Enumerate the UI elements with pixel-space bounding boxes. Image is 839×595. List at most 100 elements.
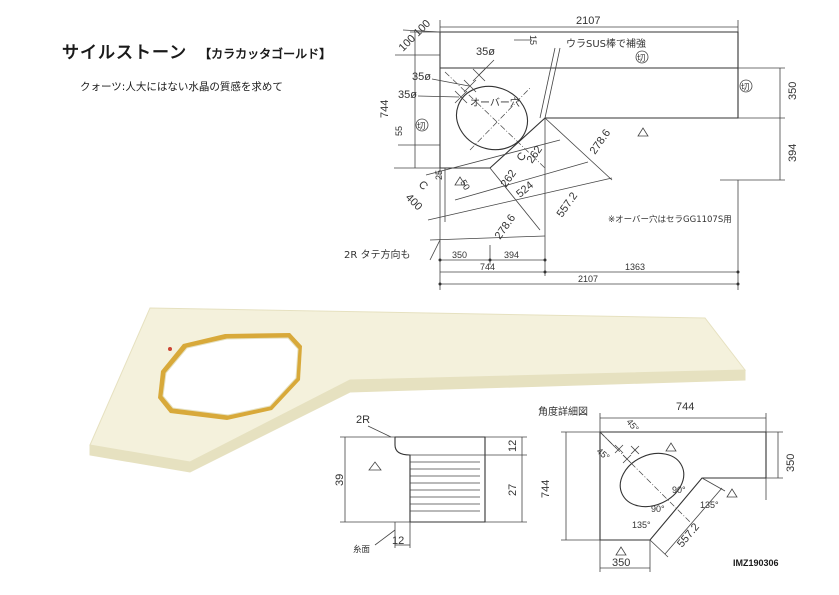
sink-cutout-hole <box>162 337 299 416</box>
edge-2r-label: 2R <box>356 414 370 426</box>
bottom-dims <box>438 168 740 290</box>
dim-55: 55 <box>394 126 404 136</box>
edge-2r-leader <box>367 425 392 438</box>
cut-mark-1: 切 <box>637 54 646 64</box>
faucet-mark <box>168 347 172 351</box>
bottom-dot-6 <box>438 282 442 286</box>
triangle-mark-1 <box>637 127 649 137</box>
ang-90-a: 90° <box>651 504 665 514</box>
dim-350-angle-right: 350 <box>785 454 797 472</box>
angle-triangle-mark-1 <box>665 442 677 452</box>
bottom-dot-4 <box>543 270 547 274</box>
dim-12-bottom: 12 <box>392 535 404 547</box>
dim-ext-5572-a <box>649 539 669 558</box>
title-block: サイルストーン【カラカッタゴールド】 <box>62 38 331 63</box>
edge-hatch <box>410 461 480 512</box>
bottom-dot-2 <box>488 258 492 262</box>
diag-tick-5 <box>429 235 546 241</box>
dim-35-lower: 35ø <box>398 89 417 101</box>
triangle-mark-2 <box>454 176 466 186</box>
angle-detail-title: 角度詳細図 <box>538 405 588 418</box>
angle-sink-oval <box>619 452 685 508</box>
dim-744-top: 744 <box>676 401 694 413</box>
bottom-dot-1 <box>438 258 442 262</box>
countertop-photo <box>89 307 746 473</box>
dim-744-angle-left: 744 <box>540 480 552 498</box>
ang-45-a: 45° <box>624 417 641 434</box>
edge-finish-leader <box>374 529 396 546</box>
dim-12-top: 12 <box>507 440 519 452</box>
color-name: 【カラカッタゴールド】 <box>199 47 332 61</box>
diag-ref-1 <box>425 139 561 176</box>
dim-744-left: 744 <box>379 100 391 118</box>
angle-triangle-mark-2 <box>726 488 738 498</box>
bottom-dot-5 <box>736 270 740 274</box>
dim-350-angle-bottom: 350 <box>612 557 630 569</box>
diag-ref-3 <box>427 177 613 221</box>
edge-profile-detail: 2R 39 12 27 <box>334 414 527 555</box>
plan-drawing: 2107 744 100 100 35ø 35ø 35ø 15 ウラSUS棒で補… <box>344 15 799 290</box>
cut-mark-circle-3 <box>739 79 753 93</box>
diag-tick-3 <box>544 117 613 181</box>
dim-2786-b: 278.6 <box>588 127 614 156</box>
ang-135-b: 135° <box>700 500 719 510</box>
sink-note: ※オーバー穴はセラGG1107S用 <box>608 214 732 225</box>
leader-35-lower <box>417 95 460 98</box>
diag-ref-2 <box>454 161 589 201</box>
cut-mark-2: 切 <box>417 122 426 132</box>
cut-mark-circle-2 <box>415 118 429 132</box>
dim-5572-top: 557.2 <box>555 190 581 219</box>
angle-centerline <box>599 431 691 523</box>
dim-400: 400 <box>403 192 424 213</box>
edge-finish-label: 糸面 <box>353 544 371 555</box>
bottom-dim-350: 350 <box>452 250 467 260</box>
angle-triangle-mark-3 <box>615 546 627 556</box>
grain-note: 2R タテ方向も <box>344 248 411 261</box>
dim-ext-5572-b <box>701 477 726 492</box>
sus-bar-line-2 <box>544 47 561 119</box>
bottom-dot-7 <box>736 282 740 286</box>
dim-394-right: 394 <box>787 144 799 162</box>
dim-leader-100 <box>402 29 441 33</box>
dim-39: 39 <box>334 474 346 486</box>
ang-90-b: 90° <box>672 485 686 495</box>
bottom-dim-744: 744 <box>480 262 495 272</box>
sink-centerline <box>444 71 546 169</box>
bottom-dim-394: 394 <box>504 250 519 260</box>
faucet-hole-1b <box>454 90 468 104</box>
diagonal-dims <box>425 117 613 241</box>
edge-profile-outline <box>394 436 486 523</box>
bottom-dim-2107: 2107 <box>578 274 598 284</box>
sus-reinforce-note: ウラSUS棒で補強 <box>566 37 646 50</box>
grain-leader <box>429 239 441 261</box>
edge-triangle-mark <box>368 461 382 471</box>
dim-35-top: 35ø <box>476 46 495 58</box>
angle-hole-2b <box>622 454 632 464</box>
faucet-hole-2b <box>463 79 477 93</box>
diag-tick-2 <box>489 167 541 231</box>
angle-detail: 角度詳細図 744 45° 45° 90° 90° <box>538 401 797 572</box>
bottom-dim-1363: 1363 <box>625 262 645 272</box>
angle-hole-1b <box>614 444 624 454</box>
dim-35-left: 35ø <box>412 71 431 83</box>
sink-hole-oval <box>455 85 529 151</box>
ang-135-a: 135° <box>632 520 651 530</box>
product-title: サイルストーン <box>62 43 188 63</box>
document-id: IMZ190306 <box>733 558 779 568</box>
dim-25: 25 <box>434 170 444 180</box>
sink-centerline-2 <box>469 87 531 151</box>
leader-35-top <box>478 59 495 76</box>
cut-mark-circle-1 <box>635 50 649 64</box>
leader-35-left <box>431 78 470 87</box>
angle-faucet-holes <box>614 444 640 464</box>
dim-c-left: C <box>416 179 430 193</box>
dim-15: 15 <box>528 35 538 45</box>
cut-mark-3: 切 <box>741 83 750 93</box>
dim-350-right: 350 <box>787 82 799 100</box>
over-hole-label: オーバー穴 <box>470 96 520 109</box>
dim-27: 27 <box>507 484 519 496</box>
bottom-dot-3 <box>543 258 547 262</box>
dim-5572-angle: 557.2 <box>675 521 702 550</box>
